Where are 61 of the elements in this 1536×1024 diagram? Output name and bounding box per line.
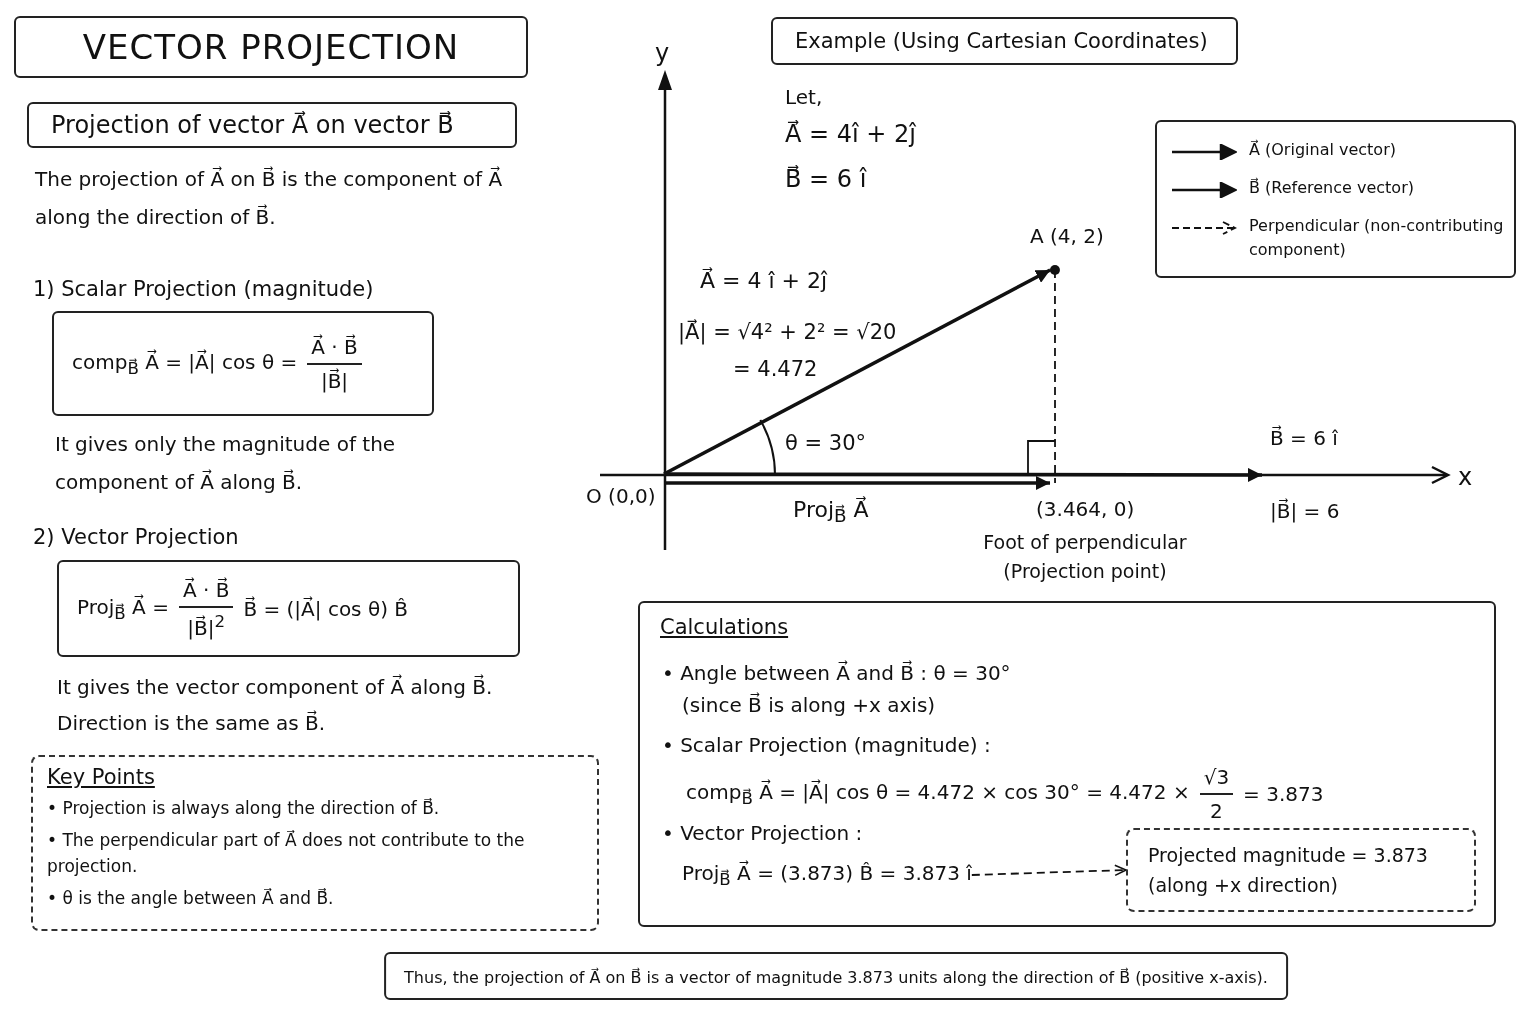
legend-text: A⃗ (Original vector) <box>1249 138 1397 161</box>
result-text: Projected magnitude = 3.873 (along +x direction) <box>1148 844 1428 896</box>
axis-label: x <box>1458 462 1473 493</box>
equation-text: |A⃗| = √4² + 2² = √20 <box>678 318 897 347</box>
body-text: Direction is the same as B⃗. <box>57 709 326 737</box>
equation-text: A⃗ = 4 î + 2ĵ <box>700 266 828 295</box>
body-text: The projection of A⃗ on B⃗ is the component of A⃗ along the direction of B⃗. <box>35 165 504 231</box>
formula-text: Proj$_{B⃗}$ A⃗ = (3.873) B̂ = 3.873 î <box>682 861 972 889</box>
result-box <box>1126 828 1476 912</box>
fraction-numerator: √3 <box>1199 765 1234 795</box>
vector-arrow <box>664 476 1050 490</box>
legend-text: B⃗ (Reference vector) <box>1249 176 1415 199</box>
equation-text: = 4.472 <box>733 356 818 383</box>
section-heading: 1) Scalar Projection (magnitude) <box>33 276 374 303</box>
bullet-item: • Angle between A⃗ and B⃗ : θ = 30° <box>662 661 1011 685</box>
section-heading: Calculations <box>660 615 789 639</box>
axis-label: y <box>655 38 670 69</box>
body-text: (since B⃗ is along +x axis) <box>682 693 936 717</box>
body-text: It gives the vector component of A⃗ along B⃗. <box>57 673 493 701</box>
caption-text: Foot of perpendicular (Projection point) <box>982 530 1188 584</box>
point-label: (3.464, 0) <box>1036 483 1150 527</box>
formula-text: B⃗ = (|A⃗| cos θ) B̂ <box>243 596 408 621</box>
bullet-item: • Scalar Projection (magnitude) : <box>662 733 991 757</box>
header-box <box>27 102 517 148</box>
angle-label: θ = 30° <box>785 430 867 457</box>
header-text: Projection of vector A⃗ on vector B⃗ <box>51 111 454 139</box>
dashed-line <box>1049 265 1060 484</box>
fraction-denominator: 2 <box>1209 798 1224 823</box>
dashed-arrow <box>970 864 1127 877</box>
bullet-item: • θ is the angle between A⃗ and B⃗. <box>47 887 335 910</box>
fraction-denominator: |B⃗|$^{2}$ <box>186 610 227 640</box>
section-heading: 2) Vector Projection <box>33 524 239 551</box>
body-text: Let, <box>785 84 823 111</box>
fraction-denominator: |B⃗| <box>319 367 350 393</box>
point-label: B⃗ = 6 î <box>1262 422 1352 478</box>
legend-text: Perpendicular (non-contributing component) <box>1249 215 1504 261</box>
formula-text: = 3.873 <box>1243 782 1324 806</box>
calculation-box <box>638 601 1496 927</box>
equation-text: A⃗ = 4î + 2ĵ <box>785 119 917 150</box>
title: VECTOR PROJECTION <box>82 27 460 67</box>
header-text: Example (Using Cartesian Coordinates) <box>795 29 1208 53</box>
formula-box <box>57 560 520 657</box>
header-box <box>771 17 1238 65</box>
formula-box <box>52 311 434 416</box>
equation-text: B⃗ = 6 î <box>785 164 867 195</box>
section-heading: Key Points <box>47 765 155 789</box>
caption-text: Thus, the projection of A⃗ on B⃗ is a vector of magnitude 3.873 units along the direction of B⃗ (positive x-axis). <box>404 968 1268 987</box>
caption-text: |B⃗| = 6 <box>1270 497 1340 525</box>
vector-arrow <box>663 268 1051 476</box>
fraction-numerator: A⃗ · B⃗ <box>178 577 234 608</box>
bullet-item: • Vector Projection : <box>662 821 863 845</box>
point-label: O (0,0) <box>586 474 664 514</box>
body-text: It gives only the magnitude of the component of A⃗ along B⃗. <box>55 431 397 496</box>
notes-box <box>31 755 599 931</box>
bullet-item: • The perpendicular part of A⃗ does not contribute to the projection. <box>47 829 526 878</box>
formula-text: comp$_{B⃗}$ A⃗ = |A⃗| cos θ = 4.472 × cos 30° = 4.472 × <box>686 780 1190 808</box>
formula-text: Proj$_{B⃗}$ A⃗ = <box>77 594 169 623</box>
fraction-numerator: A⃗ · B⃗ <box>307 334 362 365</box>
point-label: A (4, 2) <box>1030 222 1126 270</box>
formula-text: comp$_{B⃗}$ A⃗ = |A⃗| cos θ = <box>72 349 298 378</box>
bullet-item: • Projection is always along the direction of B⃗. <box>47 797 441 820</box>
